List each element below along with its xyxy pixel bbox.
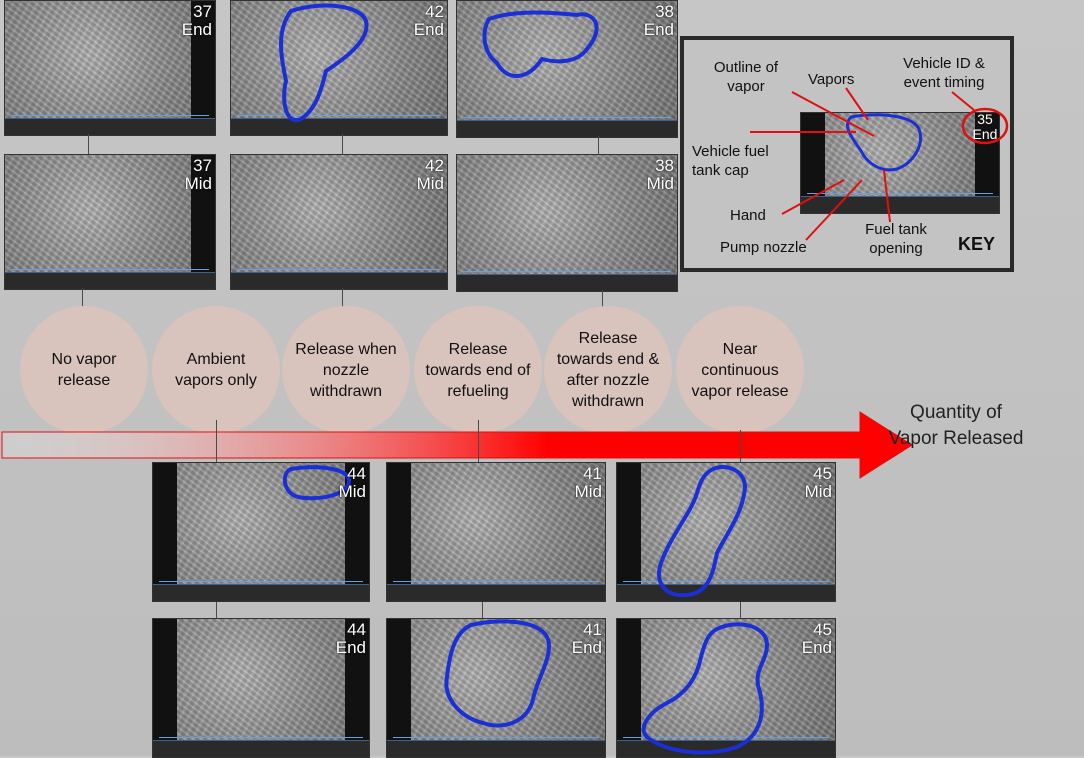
arrow-label: Quantity of Vapor Released (888, 402, 1024, 449)
key-thumbnail (800, 112, 1000, 214)
connector-line (88, 134, 89, 154)
key-label-nozzle: Pump nozzle (720, 239, 807, 256)
key-id-circle (961, 107, 1009, 145)
category-ambient: Ambient vapors only (152, 306, 280, 434)
category-end-and-after: Release towards end & after nozzle withd… (544, 306, 672, 434)
key-label-vehicle-id: Vehicle ID & event timing (903, 55, 985, 91)
category-no-vapor: No vapor release (20, 306, 148, 434)
key-label-vapors: Vapors (808, 71, 855, 88)
key-label-fuel-cap: Vehicle fuel tank cap (692, 143, 769, 179)
vapor-outline (657, 465, 748, 598)
quantity-arrow (1, 411, 913, 479)
key-label-hand: Hand (730, 207, 766, 224)
category-end-refueling: Release towards end of refueling (414, 306, 542, 434)
connector-line (740, 600, 741, 618)
key-title: KEY (958, 234, 996, 254)
vapor-outline (482, 10, 599, 78)
key-pointer-lines (750, 87, 975, 241)
category-nozzle-withdrawn: Release when nozzle withdrawn (282, 306, 410, 434)
connector-line (598, 136, 599, 154)
connector-line (740, 430, 741, 464)
connector-line (482, 600, 483, 618)
vapor-outline (641, 622, 770, 755)
connector-line (478, 420, 479, 464)
category-continuous: Near continuous vapor release (676, 306, 804, 434)
vapor-outline (846, 113, 922, 172)
vapor-outline (282, 465, 352, 501)
vapor-outline (279, 3, 369, 123)
connector-line (216, 420, 217, 464)
key-label-opening: Fuel tank opening (865, 221, 927, 257)
connector-line (216, 600, 217, 618)
vapor-outline (444, 619, 551, 728)
key-label-outline: Outline of vapor (713, 59, 779, 95)
connector-line (342, 134, 343, 154)
